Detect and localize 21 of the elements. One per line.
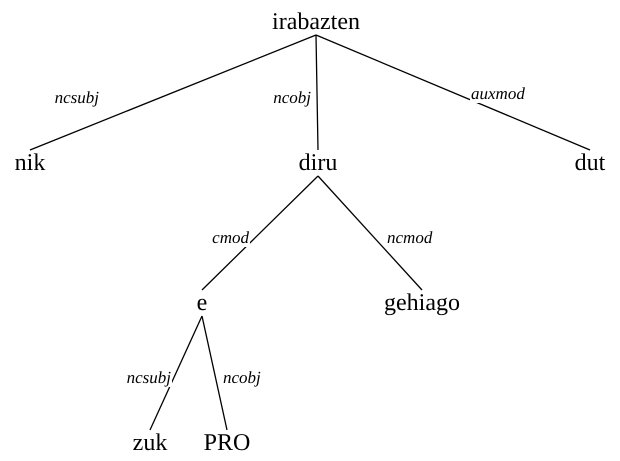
tree-node-word: e	[196, 290, 208, 316]
tree-branch-line	[315, 34, 319, 150]
tree-node-word: zuk	[132, 430, 168, 456]
tree-branch-line	[30, 34, 316, 151]
tree-node-word: nik	[14, 150, 46, 176]
tree-branch-line	[202, 176, 318, 290]
tree-node-word: PRO	[204, 430, 250, 456]
tree-node-word: diru	[298, 150, 338, 176]
tree-branch-line	[318, 176, 422, 290]
tree-node-word: gehiago	[384, 290, 460, 316]
tree-branch-line	[201, 316, 228, 430]
edge-label: cmod	[211, 228, 250, 247]
edge-label: auxmod	[470, 84, 526, 103]
tree-branch-line	[316, 34, 590, 151]
tree-node-word: irabazten	[272, 9, 360, 35]
edge-label: ncobj	[272, 88, 312, 107]
edge-label: ncsubj	[54, 88, 100, 107]
tree-node-word: dut	[574, 150, 606, 176]
edge-label: ncobj	[222, 368, 262, 387]
tree-branch-line	[149, 316, 203, 430]
edge-label: ncsubj	[126, 368, 172, 387]
